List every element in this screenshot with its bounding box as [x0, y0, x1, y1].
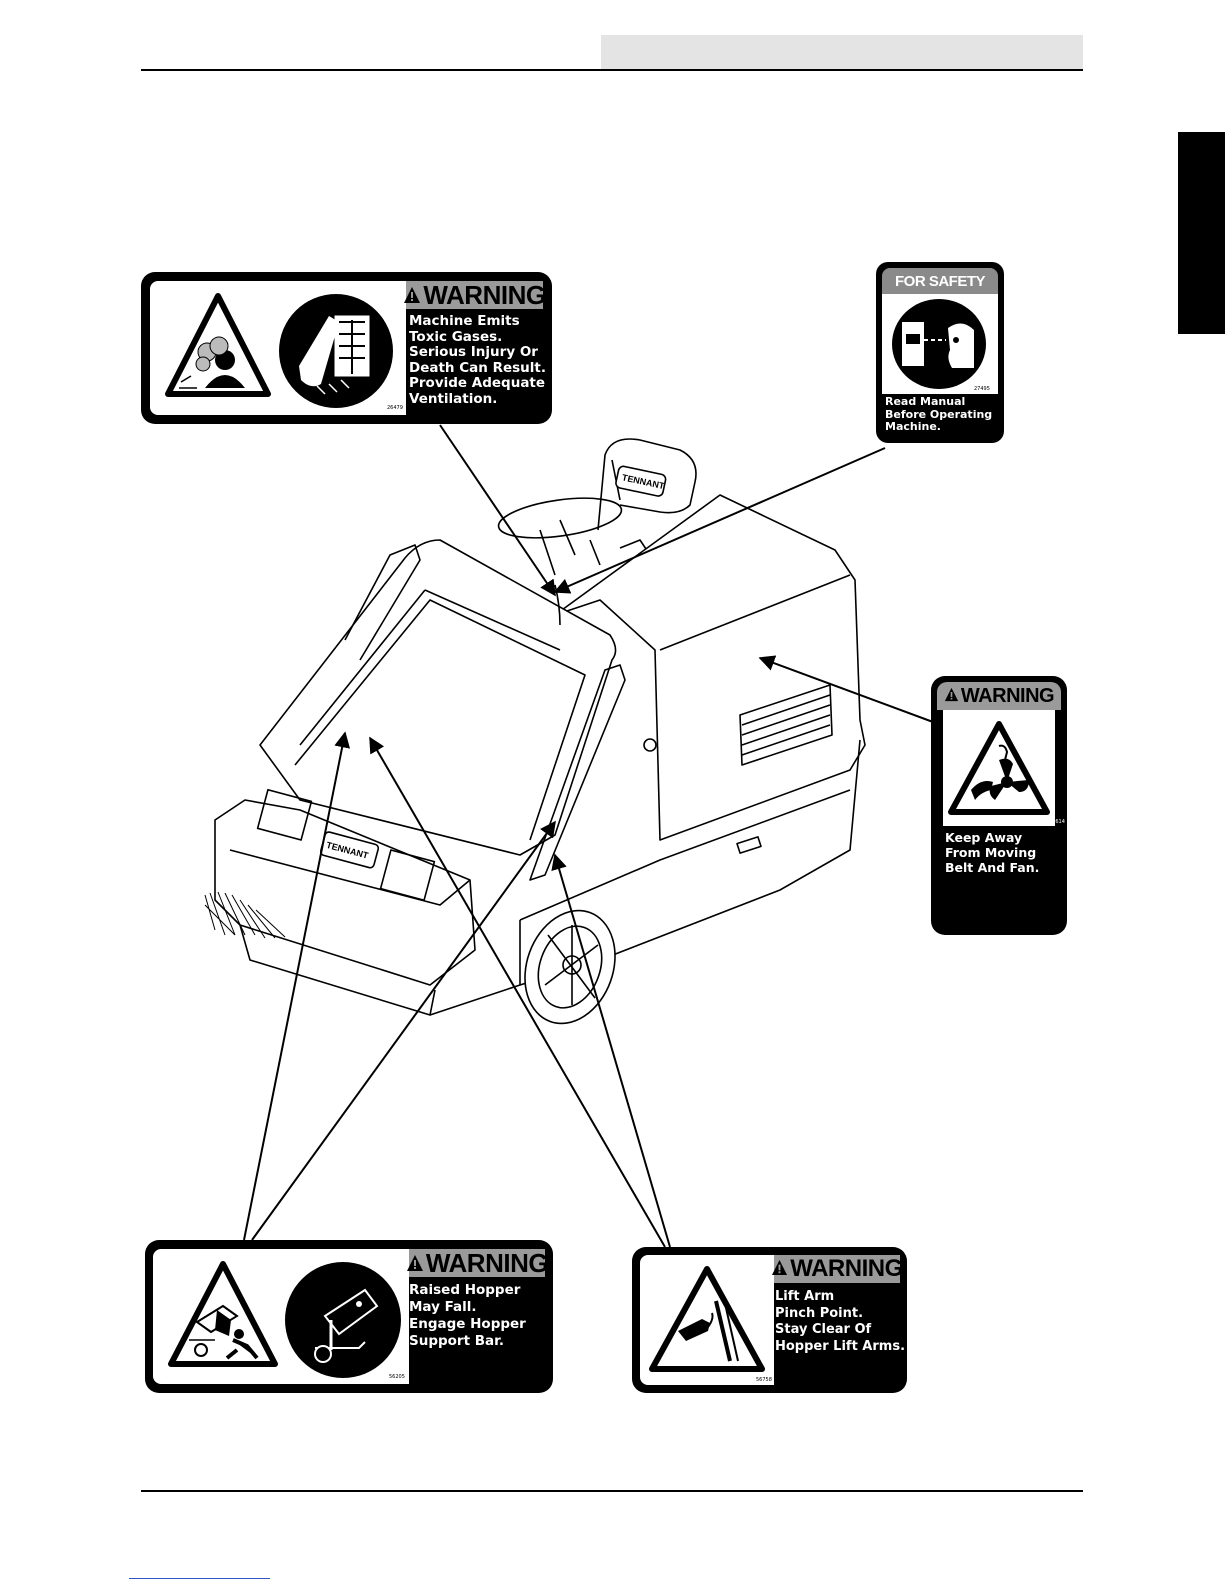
warning-triangle-icon	[944, 685, 959, 708]
hopper-support-bar-icon	[314, 1288, 379, 1363]
side-brush	[204, 891, 286, 939]
warning-header: WARNING	[937, 682, 1061, 710]
decal-part-number: 56614	[1049, 819, 1065, 825]
pinch-point-icon	[649, 1266, 765, 1372]
callout-lift-arm-b	[551, 853, 671, 1248]
warning-text: Lift Arm Pinch Point. Stay Clear Of Hopp…	[775, 1289, 906, 1354]
warning-header: WARNING	[771, 1255, 903, 1283]
warning-header: WARNING	[406, 1248, 549, 1279]
safety-text: Read Manual Before Operating Machine.	[885, 395, 993, 433]
belt-fan-entanglement-icon	[948, 721, 1050, 815]
decal-part-number: 56205	[389, 1374, 405, 1380]
read-manual-safety-decal: FOR SAFETY 27495 Read Manual Before Oper…	[876, 262, 1004, 443]
header-shade-box	[601, 35, 1083, 69]
callout-raised-hopper-b	[251, 820, 556, 1241]
moving-belt-warning-decal: WARNING 56614 Keep Away From Moving Belt…	[931, 676, 1067, 935]
decal-part-number: 26479	[387, 405, 403, 411]
warning-text: Keep Away From Moving Belt And Fan.	[945, 830, 1040, 875]
lift-arm-warning-decal: WARNING Lift Arm Pinch Point. Stay Clear…	[632, 1247, 907, 1393]
steering-wheel	[497, 497, 623, 539]
fumes-hazard-icon	[165, 293, 271, 397]
hopper-lid	[259, 539, 617, 856]
warning-triangle-icon	[403, 280, 421, 311]
engine-cover	[554, 494, 866, 841]
footer-link-underline[interactable]	[129, 1578, 270, 1579]
header-rule	[141, 69, 1083, 71]
front-vent-left	[256, 788, 313, 841]
warning-text: Machine Emits Toxic Gases. Serious Injur…	[409, 313, 546, 407]
hopper-lift-arm-right	[529, 664, 626, 881]
warning-triangle-icon	[771, 1255, 788, 1283]
read-manual-icon	[902, 322, 974, 368]
raised-hopper-warning-decal: WARNING Raised Hopper May Fall. Engage H…	[145, 1240, 553, 1393]
warning-text: Raised Hopper May Fall. Engage Hopper Su…	[409, 1282, 526, 1349]
section-thumb-tab	[1178, 132, 1225, 334]
open-window-ventilation-icon	[299, 315, 370, 395]
decal-part-number: 27495	[974, 386, 990, 392]
front-vent-right	[379, 849, 436, 902]
callout-read-manual	[553, 447, 886, 594]
footer-rule	[141, 1490, 1083, 1492]
decal-part-number: 56758	[756, 1377, 772, 1383]
warning-header: WARNING	[403, 280, 546, 311]
callout-raised-hopper-a	[243, 731, 351, 1241]
warning-triangle-icon	[406, 1248, 424, 1279]
front-bumper	[214, 799, 476, 986]
callout-toxic-gas	[439, 424, 556, 597]
toxic-gas-warning-decal: WARNING Machine Emits Toxic Gases. Serio…	[141, 272, 552, 424]
hopper-lift-arm-left	[344, 544, 421, 661]
falling-hopper-icon	[168, 1261, 278, 1367]
callout-moving-belt	[758, 655, 934, 723]
callout-lift-arm-a	[369, 736, 666, 1248]
for-safety-header: FOR SAFETY	[882, 268, 998, 294]
